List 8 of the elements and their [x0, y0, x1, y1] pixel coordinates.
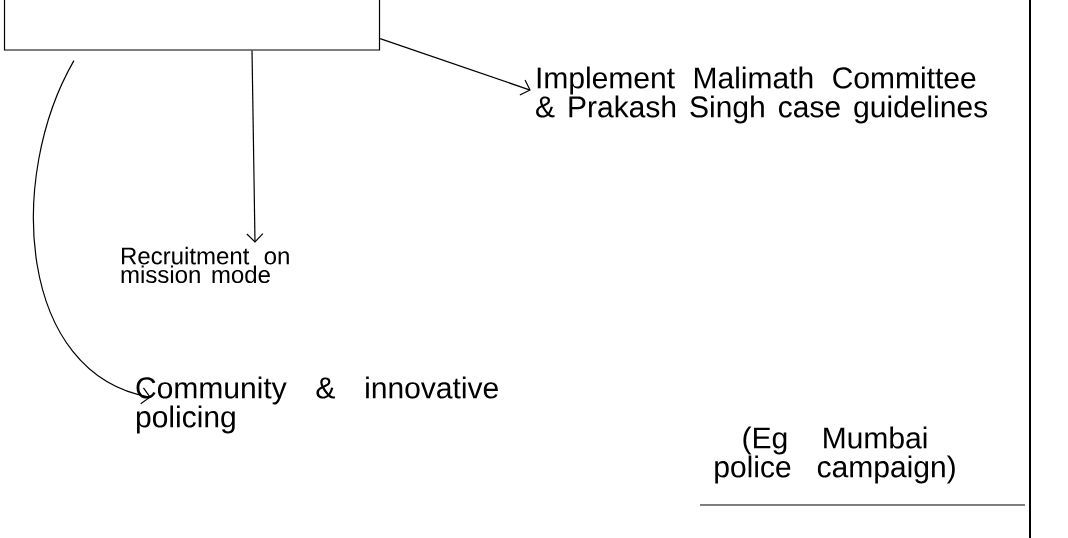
handwritten-note: Implement Malimath Committee & Prakash Singh case guidelines [536, 66, 988, 124]
handwritten-note: Recruitment on mission mode [121, 246, 289, 284]
arrow [246, 50, 264, 243]
handwritten-note: Community & innovative policing [136, 376, 498, 434]
arrow [33, 60, 151, 405]
arrow [379, 38, 531, 96]
box [3, 0, 381, 51]
handwritten-note: (Eg Mumbai police campaign) [715, 426, 955, 484]
